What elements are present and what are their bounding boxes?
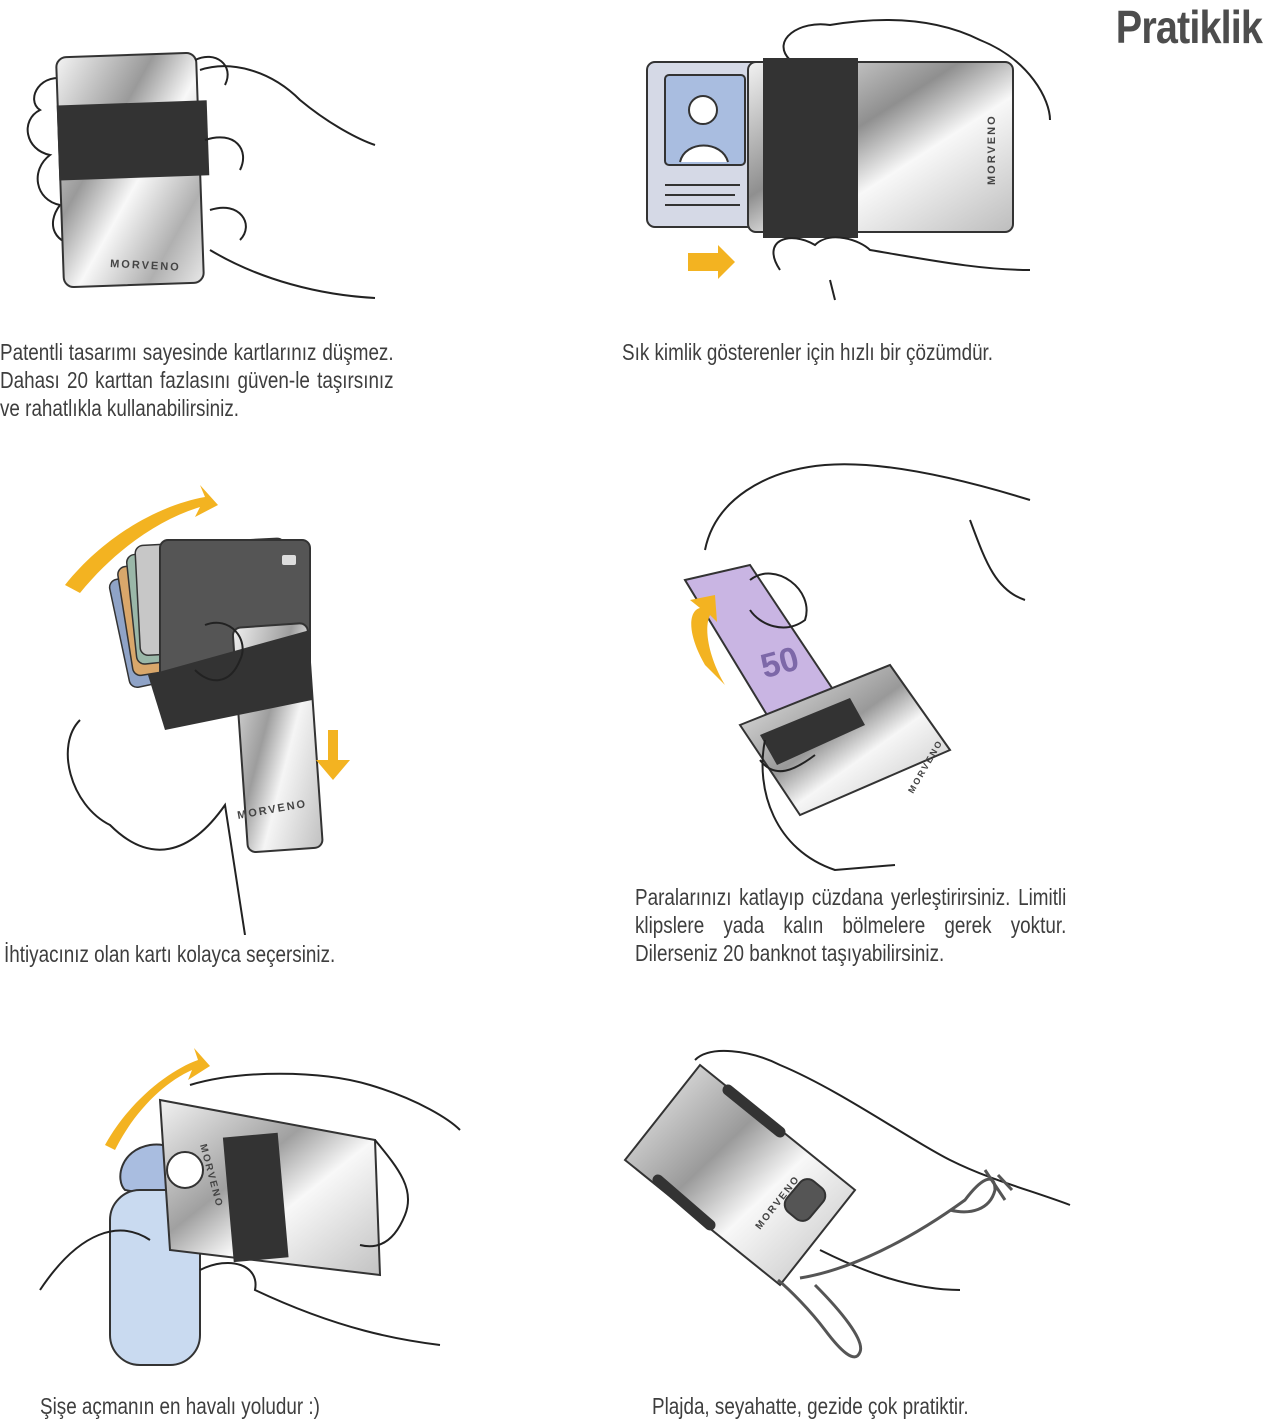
- brand-label: MORVENO: [110, 258, 181, 274]
- curved-arrow-icon: [105, 1048, 210, 1150]
- curved-arrow-down-icon: [690, 595, 725, 685]
- caption-card-select: İhtiyacınız olan kartı kolayca seçersini…: [4, 941, 336, 967]
- illustration-bottle-opener: MORVENO: [39, 1048, 461, 1366]
- caption-card-security: Patentli tasarımı sayesinde kartlarınız …: [0, 339, 394, 421]
- illustration-lanyard: MORVENO: [623, 1049, 1071, 1359]
- caption-id-display: Sık kimlik gösterenler için hızlı bir çö…: [622, 339, 994, 365]
- illustration-wallet-in-hand: MORVENO: [26, 51, 376, 299]
- brand-label: MORVENO: [986, 114, 998, 185]
- illustration-id-card: MORVENO: [646, 19, 1051, 301]
- curved-arrow-icon: [65, 485, 218, 593]
- illustration-card-select: MORVENO: [65, 485, 350, 935]
- page-title: Pratiklik: [1115, 1, 1263, 53]
- illustration-banknote: 50 MORVENO: [683, 463, 1031, 872]
- arrow-right-icon: [688, 245, 735, 279]
- caption-travel: Plajda, seyahatte, gezide çok pratiktir.: [652, 1393, 969, 1419]
- caption-banknotes: Paralarınızı katlayıp cüzdana yerleştiri…: [635, 884, 1067, 966]
- caption-bottle-opener: Şişe açmanın en havalı yoludur :): [40, 1393, 320, 1419]
- arrow-down-icon: [316, 730, 350, 780]
